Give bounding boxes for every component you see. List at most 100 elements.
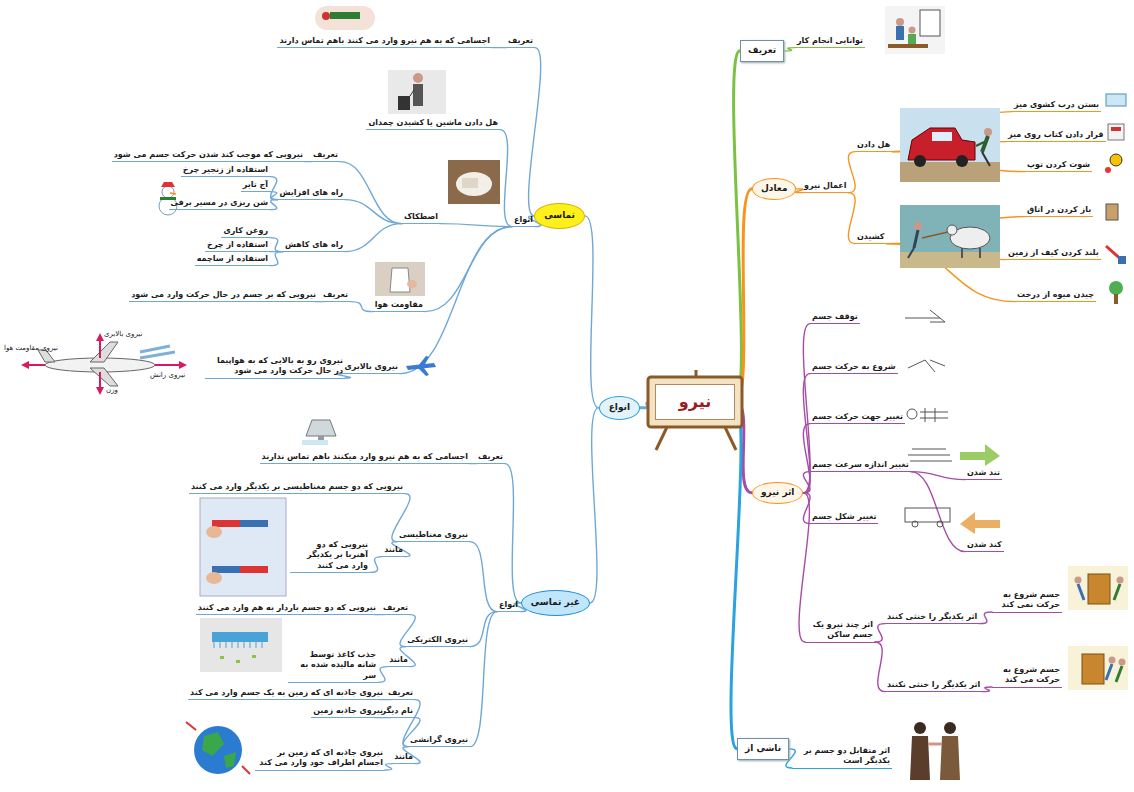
topic-text: نام دیگر [380, 706, 415, 718]
node-label: استفاده از ساچمه [197, 254, 268, 264]
topic-text: جسم شروع به حرکت نمی کند [992, 590, 1062, 613]
branch-connector [735, 189, 752, 402]
topic-text: هل دادن ماشین یا کشیدن چمدان [366, 118, 500, 130]
branch-connector [340, 162, 402, 224]
topic-text: تعریف [506, 36, 535, 48]
topic-text: جسم شروع به حرکت می کند [992, 665, 1062, 688]
node-label: مقاومت هوا [375, 300, 423, 310]
branch-connector [784, 48, 795, 51]
topic-text: اثر چند نیرو یک جسم ساکن [805, 620, 875, 643]
node-label: استفاده از زنجیر چرخ [183, 165, 268, 175]
topic-text: اعمال نیرو [802, 181, 849, 193]
topic-text: نیروی جاذبه ای که زمین بر اجسام اطراف خو… [255, 748, 385, 771]
topic-text: نیرویی که موجب کند شدن حرکت جسم می شود [112, 150, 305, 162]
branch-cloud: انواع [599, 396, 640, 420]
topic-text: روغن کاری [221, 226, 270, 238]
branch-connector [470, 542, 497, 612]
branch-connector [585, 216, 599, 408]
node-label: انواع [609, 402, 630, 414]
node-label: تعریف [508, 36, 533, 46]
force-label-text: نیروی بالابری [104, 330, 142, 338]
node-label: نیروی رو به بالایی که به هواپیما در حال … [207, 356, 343, 377]
topic-text: نیروی رو به بالایی که به هواپیما در حال … [205, 356, 345, 379]
branch-connector [803, 472, 810, 493]
topic-text: شوت کردن توپ [1025, 160, 1092, 172]
topic-text: انواع [497, 600, 520, 612]
topic-text: راه های افزایش [277, 188, 345, 200]
topic-text: باز کردن در اتاق [1025, 205, 1093, 217]
topic-text: تغییر شکل جسم [810, 512, 878, 524]
node-label: راه های کاهش [285, 240, 343, 250]
node-label: نیرو [679, 392, 711, 413]
air-resistance-picture [375, 262, 425, 296]
topic-text: اصطکاک [402, 212, 440, 224]
node-label: چیدن میوه از درخت [1017, 290, 1094, 300]
force-label-text: وزن [106, 386, 118, 394]
node-label: نیروی بالابری [344, 362, 398, 372]
node-label: بلند کردن کیف از زمین [1008, 248, 1099, 258]
node-label: اجسامی که به هم نیرو وارد میکنند باهم تم… [262, 452, 468, 462]
airplane-icon [406, 356, 436, 376]
node-label: اعمال نیرو [804, 181, 847, 191]
node-label: اصطکاک [404, 212, 438, 222]
branch-connector [345, 200, 402, 224]
easel-frame [648, 370, 742, 450]
topic-text: شن ریزی در مسیر برفی [169, 198, 270, 210]
branch-connector [378, 667, 387, 683]
branch-box: ناشی از [737, 738, 789, 760]
topic-text: نیروی مغناطیسی [397, 530, 470, 542]
node-label: کند شدن [967, 540, 1002, 550]
node-label: مانند [384, 545, 403, 555]
topic-text: شروع به حرکت جسم [810, 362, 898, 374]
topic-text: نیروی بالابری [342, 362, 400, 374]
small-icons [1105, 94, 1126, 304]
node-label: تعریف [313, 150, 338, 160]
topic-text: اجسامی که به هم نیرو وارد می کنند باهم ت… [277, 36, 492, 48]
branch-connector [350, 302, 373, 312]
topic-text: تند شدن [965, 468, 1002, 480]
node-label: نیروی جاذبه زمین [313, 706, 383, 716]
topic-text: آج تایر [241, 180, 270, 192]
branch-connector [345, 224, 402, 252]
node-label: استفاده از چرخ [207, 240, 268, 250]
node-label: تغییر جهت حرکت جسم [812, 412, 903, 422]
branch-connector [270, 177, 277, 200]
node-label: آج تایر [243, 180, 268, 190]
topic-text: تغییر اندازه سرعت جسم [810, 460, 911, 472]
node-label: توانایی انجام کار [797, 36, 863, 46]
interaction-picture [905, 712, 965, 786]
node-label: نیرویی که بر جسم در حال حرکت وارد می شود [131, 290, 316, 300]
node-label: نیرویی که دو آهنربا بر یکدیگر وارد می کن… [292, 540, 368, 571]
topic-text: چیدن میوه از درخت [1015, 290, 1096, 302]
branch-connector [875, 642, 885, 692]
comb-picture [200, 618, 282, 672]
topic-text: قرار دادن کتاب روی میز [1006, 130, 1106, 142]
node-label: توقف جسم [812, 312, 858, 322]
topic-text: نیرویی که بر جسم در حال حرکت وارد می شود [129, 290, 318, 302]
node-label: اثر یکدیگر را خنثی نکنند [887, 680, 980, 690]
node-label: نیروی جاذبه ای که زمین بر اجسام اطراف خو… [257, 748, 383, 769]
node-label: باز کردن در اتاق [1027, 205, 1091, 215]
node-label: شن ریزی در مسیر برفی [171, 198, 268, 208]
topic-text: استفاده از ساچمه [195, 254, 270, 266]
node-label: تعریف [323, 290, 348, 300]
topic-text: تغییر جهت حرکت جسم [810, 412, 905, 424]
force-label-text: نیروی رانش [150, 371, 185, 379]
topic-text: کند شدن [965, 540, 1004, 552]
node-label: اجسامی که به هم نیرو وارد می کنند باهم ت… [279, 36, 490, 46]
branch-cloud: غیر تماسی [521, 590, 590, 616]
topic-text: مانند [387, 655, 410, 667]
node-label: غیر تماسی [531, 597, 580, 609]
topic-text: مانند [382, 545, 405, 557]
node-label: نیروی الکتریکی [407, 635, 468, 645]
branch-cloud: تماسی [534, 203, 585, 229]
branch-connector [385, 764, 392, 770]
node-label: تند شدن [967, 468, 1000, 478]
branch-connector [500, 130, 512, 227]
force-label: نیروی بالابری [104, 330, 142, 338]
branch-connector [270, 252, 283, 266]
topic-text: نیروی گرانشی [408, 735, 470, 747]
branch-connector [911, 472, 965, 552]
node-label: تعریف [388, 688, 413, 698]
